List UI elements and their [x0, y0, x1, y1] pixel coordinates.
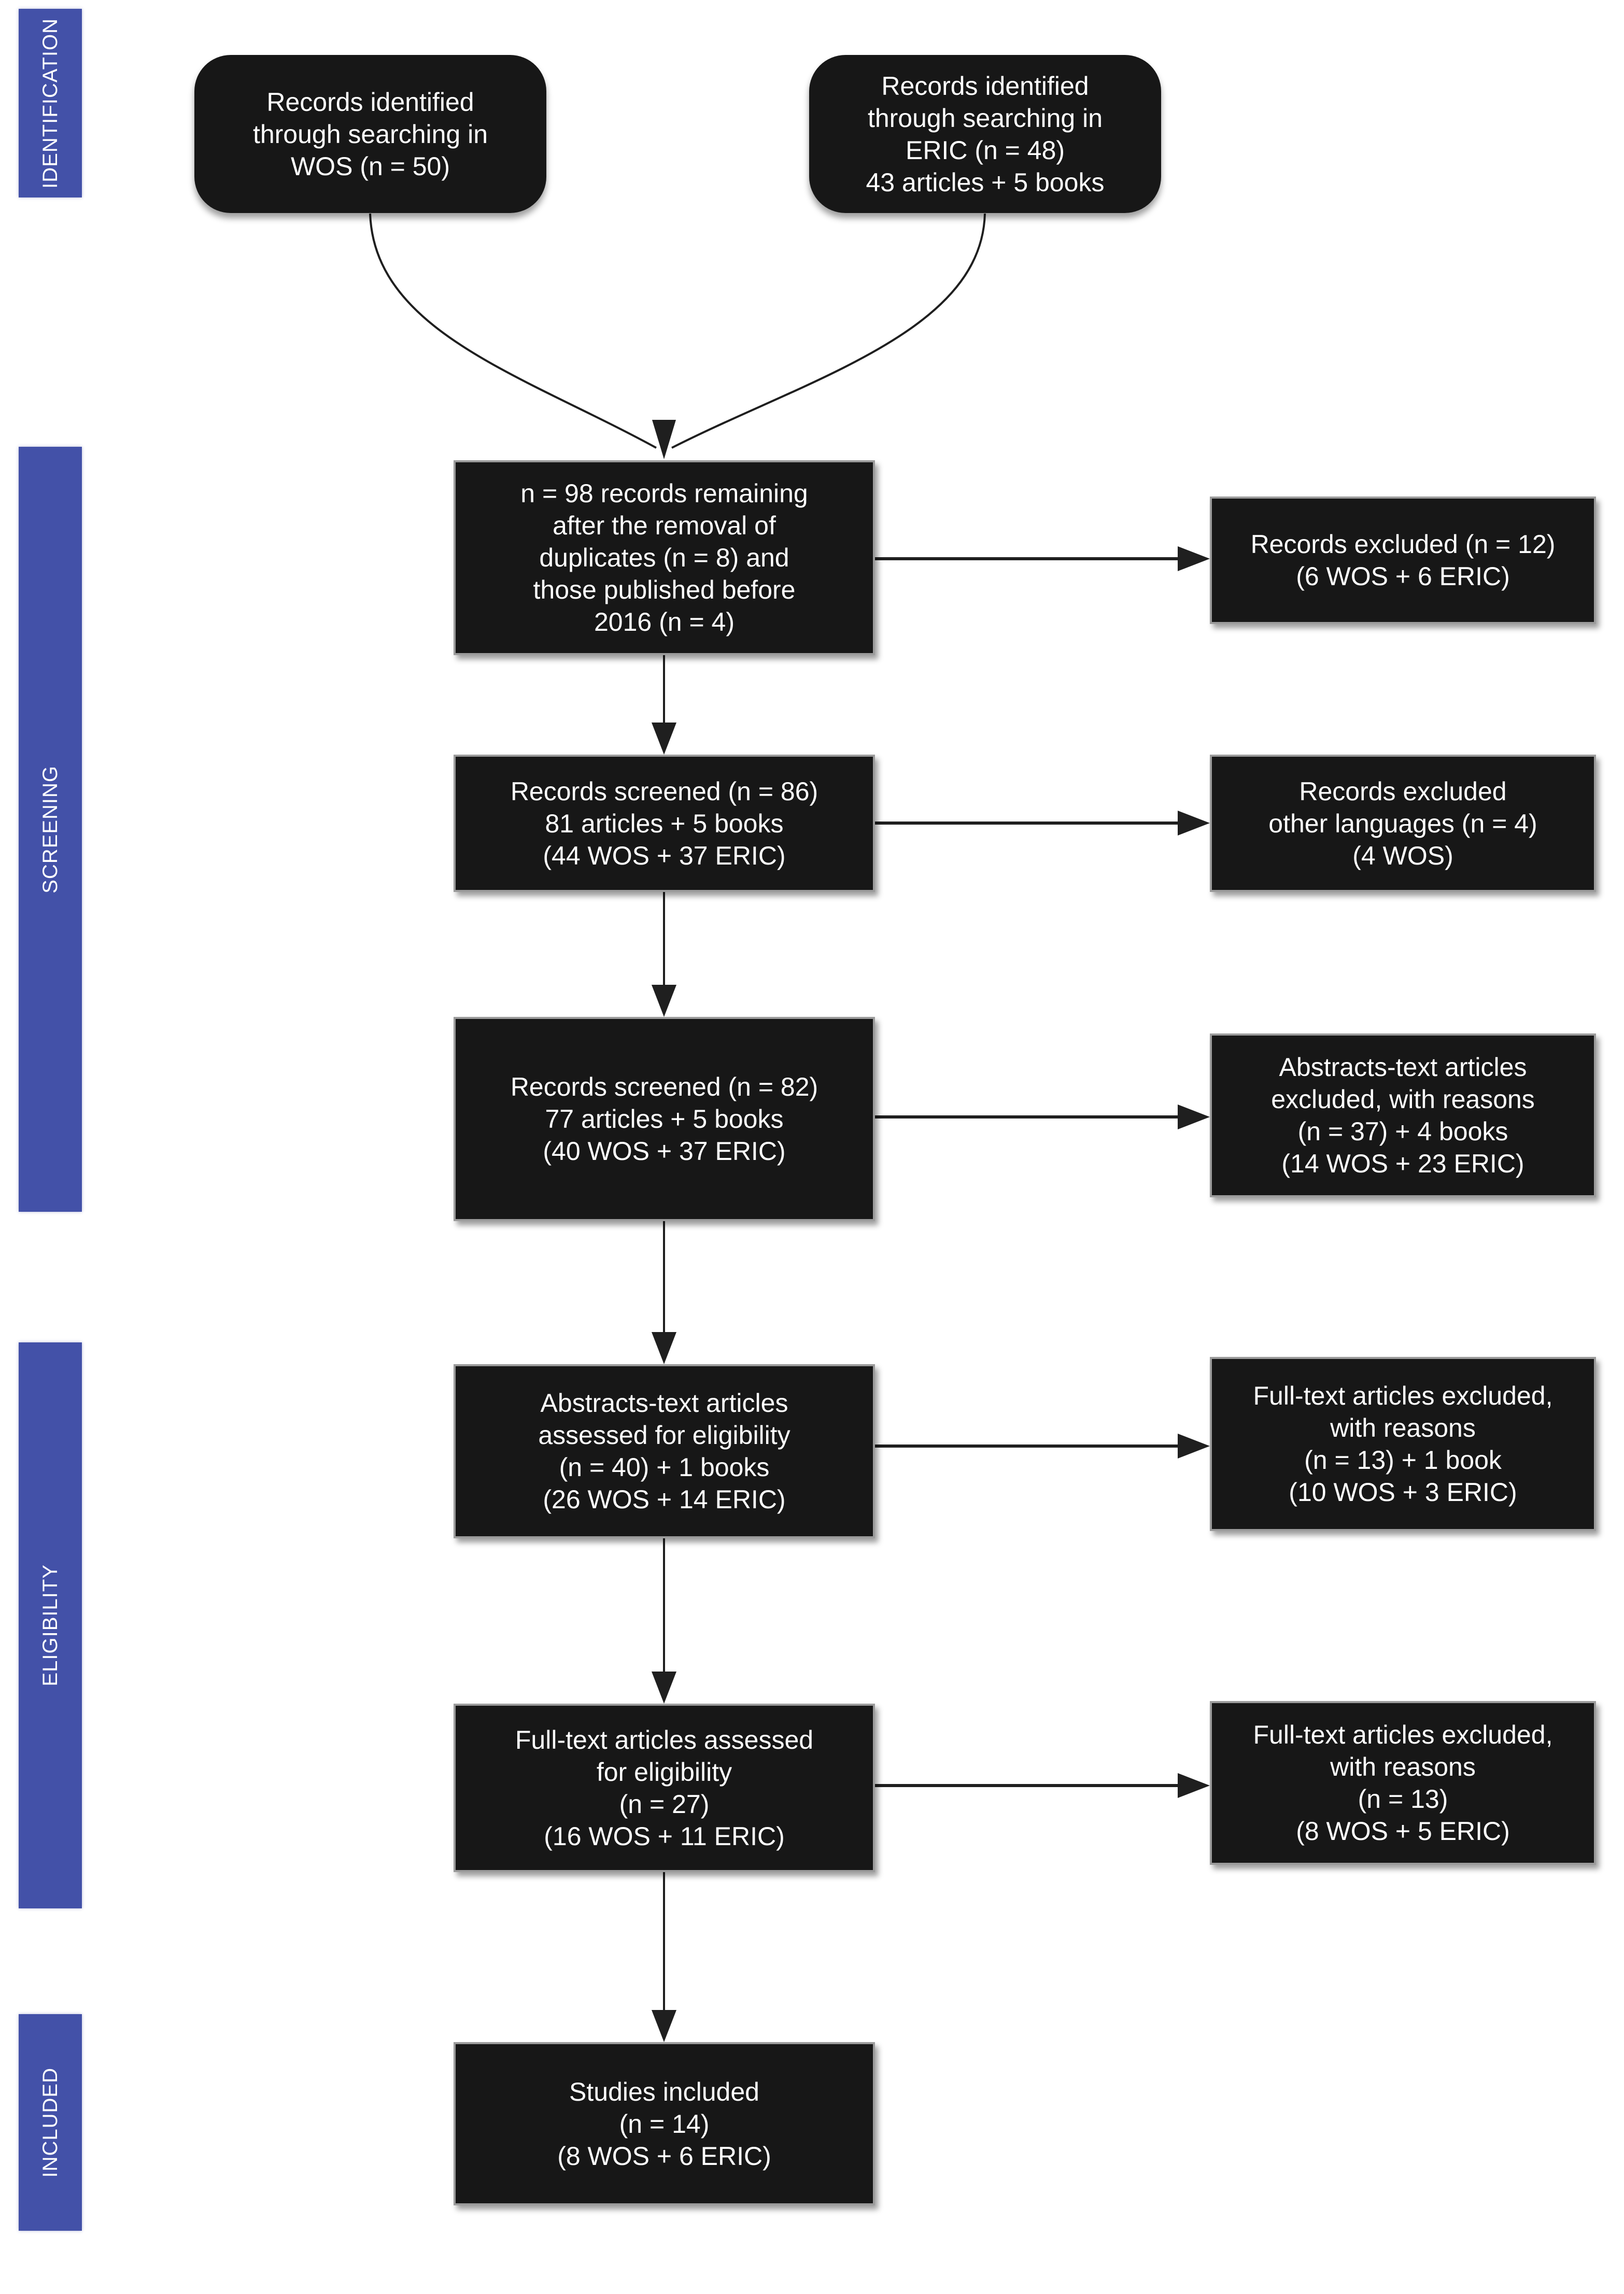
box-abstracts-assessed-eligibility: Abstracts-text articles assessed for elig… [454, 1364, 875, 1538]
box-text-line: Records identified [881, 71, 1089, 101]
box-text-line: (n = 40) + 1 books [559, 1453, 770, 1482]
section-label-screening: SCREENING [38, 765, 62, 894]
box-text-line: (26 WOS + 14 ERIC) [543, 1485, 786, 1514]
box-abstracts-excluded-with-reasons: Abstracts-text articles excluded, with re… [1210, 1033, 1596, 1197]
box-text-line: excluded, with reasons [1271, 1085, 1535, 1114]
box-studies-included: Studies included (n = 14)(8 WOS + 6 ERIC) [454, 2042, 875, 2205]
box-text-line: (44 WOS + 37 ERIC) [543, 841, 786, 870]
box-fulltext-assessed-eligibility: Full-text articles assessed for eligibili… [454, 1704, 875, 1872]
section-label-included: INCLUDED [38, 2067, 62, 2178]
section-bar-screening: SCREENING [19, 447, 82, 1212]
box-text-line: (6 WOS + 6 ERIC) [1296, 562, 1510, 591]
box-text-line: Full-text articles assessed [515, 1725, 814, 1754]
box-text-line: after the removal of [553, 511, 776, 540]
box-text-line: other languages (n = 4) [1268, 809, 1537, 838]
merge-arrowhead-icon [652, 420, 676, 459]
box-text-line: 2016 (n = 4) [594, 607, 735, 636]
section-label-eligibility: ELIGIBILITY [38, 1564, 62, 1687]
arrow-h5-head-icon [1178, 1773, 1210, 1798]
box-text-line: Records excluded (n = 12) [1250, 530, 1556, 559]
box-text-line: ERIC (n = 48) [905, 135, 1065, 165]
box-text-line: through searching in [252, 119, 488, 149]
box-text-line: with reasons [1330, 1413, 1476, 1442]
box-text-line: (10 WOS + 3 ERIC) [1289, 1478, 1517, 1507]
box-records-after-duplicate-removal: n = 98 records remaining after the remova… [454, 460, 875, 655]
box-text-line: Records screened (n = 86) [510, 776, 818, 806]
section-label-identification: IDENTIFICATION [38, 18, 62, 189]
box-records-screened-86: Records screened (n = 86) 81 articles + 5… [454, 755, 875, 892]
box-text-line: with reasons [1330, 1752, 1476, 1781]
box-text-line: (8 WOS + 5 ERIC) [1296, 1817, 1510, 1846]
box-fulltext-excluded-with-reasons-book: Full-text articles excluded, with reasons… [1210, 1357, 1596, 1531]
box-text-line: (14 WOS + 23 ERIC) [1281, 1149, 1524, 1178]
box-text-line: (n = 27) [619, 1789, 710, 1819]
arrow-v2-head-icon [652, 985, 676, 1017]
section-bar-identification: IDENTIFICATION [19, 9, 82, 197]
box-text-line: Records screened (n = 82) [510, 1072, 818, 1101]
arrow-v1-head-icon [652, 723, 676, 755]
box-text-line: (4 WOS) [1352, 841, 1453, 870]
box-text-line: Studies included [569, 2077, 759, 2106]
arrow-h4-head-icon [1178, 1434, 1210, 1458]
arrow-h3-head-icon [1178, 1104, 1210, 1129]
arrow-v5-head-icon [652, 2010, 676, 2042]
box-records-screened-82: Records screened (n = 82) 77 articles + 5… [454, 1017, 875, 1221]
box-text-line: (n = 13) [1358, 1785, 1448, 1814]
box-text-line: those published before [533, 575, 796, 604]
box-text-line: (8 WOS + 6 ERIC) [557, 2141, 771, 2171]
box-text-line: WOS (n = 50) [290, 151, 450, 181]
box-fulltext-excluded-with-reasons: Full-text articles excluded, with reasons… [1210, 1701, 1596, 1865]
box-records-excluded-other-languages: Records excluded other languages (n = 4) (… [1210, 755, 1596, 892]
box-text-line: 43 articles + 5 books [866, 167, 1105, 197]
arrow-v3-head-icon [652, 1332, 676, 1364]
merge-curve-left [369, 213, 657, 449]
box-text-line: (n = 37) + 4 books [1297, 1117, 1508, 1146]
box-text-line: assessed for eligibility [538, 1421, 790, 1450]
arrow-h2-head-icon [1178, 811, 1210, 836]
box-records-excluded-12: Records excluded (n = 12) (6 WOS + 6 ERIC… [1210, 497, 1596, 624]
box-text-line: (n = 14) [619, 2109, 710, 2139]
box-text-line: Abstracts-text articles [540, 1389, 788, 1418]
box-text-line: 81 articles + 5 books [545, 809, 784, 838]
box-text-line: 77 articles + 5 books [545, 1104, 784, 1134]
merge-curve-right [671, 213, 986, 449]
box-text-line: for eligibility [596, 1757, 732, 1787]
box-text-line: Full-text articles excluded, [1253, 1720, 1553, 1749]
arrow-h1-head-icon [1178, 546, 1210, 571]
box-text-line: (40 WOS + 37 ERIC) [543, 1137, 786, 1166]
box-text-line: through searching in [867, 103, 1103, 133]
section-bar-eligibility: ELIGIBILITY [19, 1342, 82, 1908]
box-text-line: (16 WOS + 11 ERIC) [544, 1821, 785, 1851]
box-text-line: n = 98 records remaining [520, 479, 808, 508]
box-text-line: Abstracts-text articles [1279, 1053, 1527, 1082]
box-text-line: (n = 13) + 1 book [1304, 1446, 1502, 1475]
box-text-line: duplicates (n = 8) and [539, 543, 789, 572]
box-text-line: Full-text articles excluded, [1253, 1381, 1553, 1410]
arrow-v4-head-icon [652, 1672, 676, 1704]
box-text-line: Records excluded [1299, 776, 1507, 806]
box-text-line: Records identified [266, 87, 474, 117]
section-bar-included: INCLUDED [19, 2014, 82, 2231]
